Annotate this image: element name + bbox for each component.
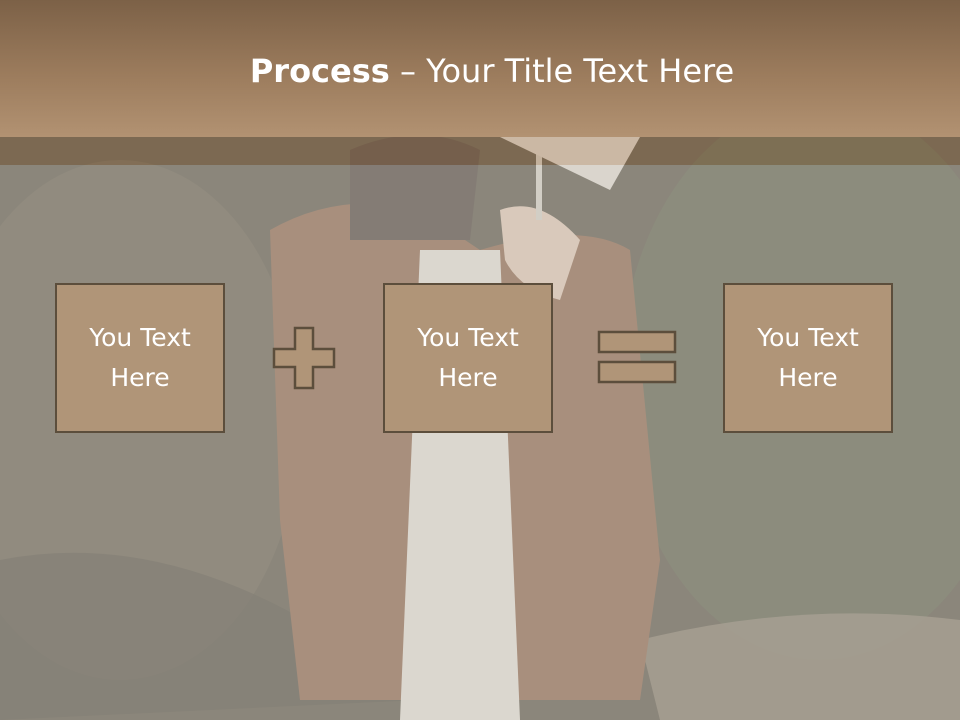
slide-title: Process – Your Title Text Here [0,52,960,90]
text-box-1-label: You Text Here [89,323,191,392]
title-bold: Process [249,52,390,90]
text-box-2[interactable]: You Text Here [383,283,553,433]
text-box-3-label: You Text Here [757,323,859,392]
photo-overlay [0,165,960,720]
equals-icon [597,330,677,384]
text-box-2-label: You Text Here [417,323,519,392]
title-rest: – Your Title Text Here [389,52,735,90]
text-box-1[interactable]: You Text Here [55,283,225,433]
plus-icon [272,326,336,390]
title-banner [0,0,960,137]
title-banner-strip [0,137,960,165]
text-box-3[interactable]: You Text Here [723,283,893,433]
